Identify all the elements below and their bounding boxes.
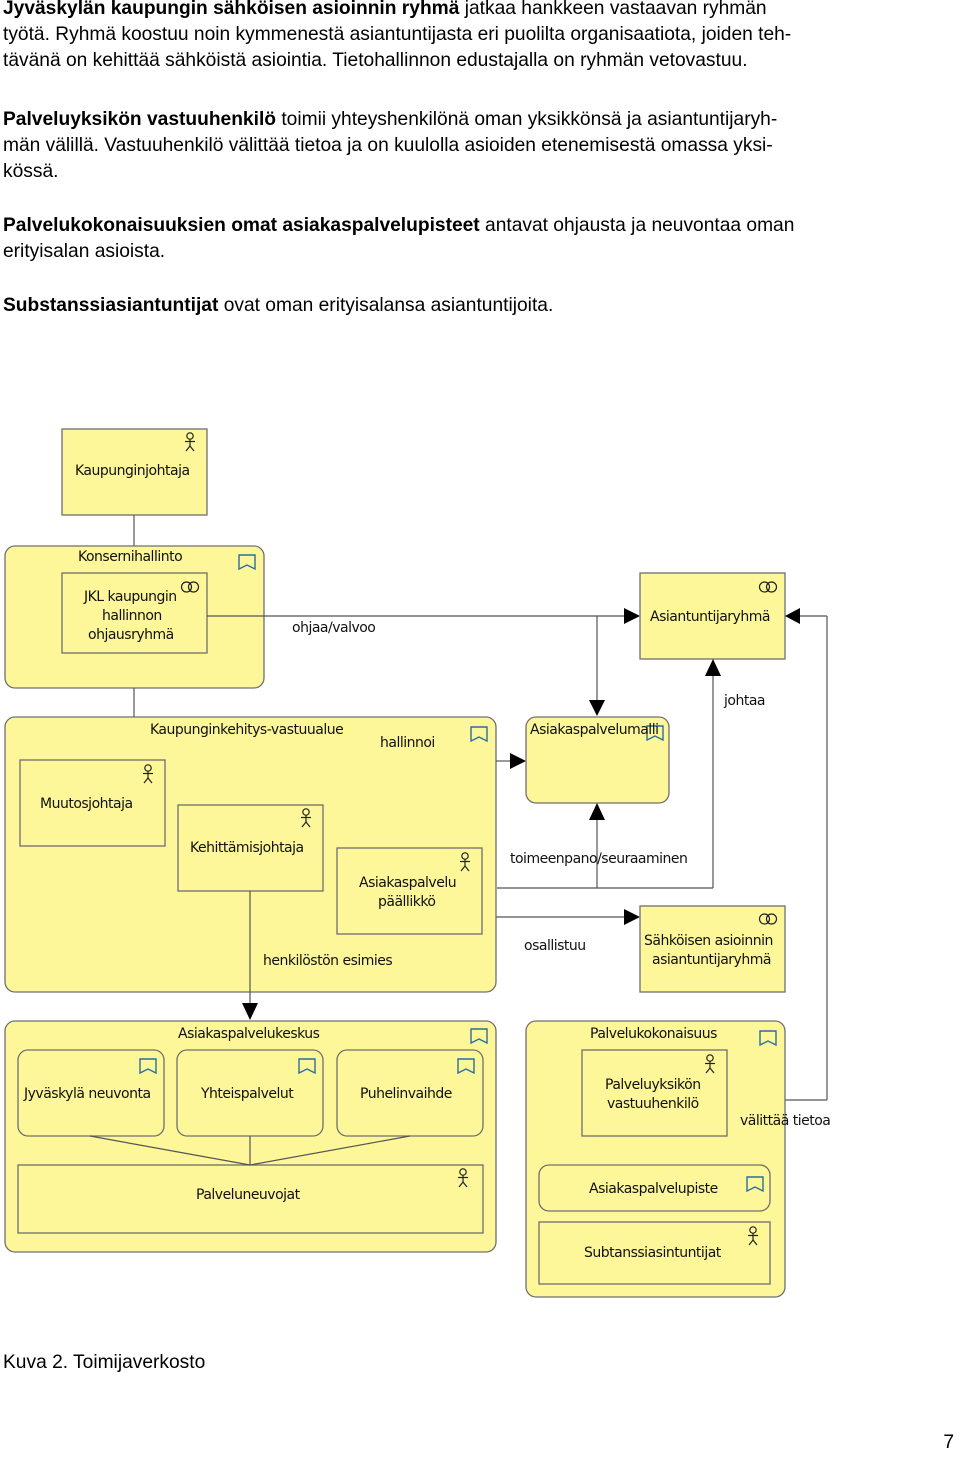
bookmark-icon [238,554,256,570]
collaboration-icon [758,913,778,925]
page-number: 7 [943,1432,954,1453]
bookmark-icon [646,725,664,741]
para2-line3: kössä. [3,161,59,182]
node-asiantuntijaryhma: Asiantuntijaryhmä [639,572,786,660]
label-asiakaspalvelupiste: Asiakaspalvelupiste [589,1181,718,1197]
para1-line2: työtä. Ryhmä koostuu noin kymmenestä asi… [3,24,792,45]
label-sahkoisen-1: Sähköisen asioinnin [644,933,773,949]
paragraph-3: Palvelukokonaisuuksien omat asiakaspalve… [3,213,958,265]
label-substanssi: Subtanssiasintuntijat [584,1245,722,1261]
label-yhteispalvelut: Yhteispalvelut [200,1086,294,1102]
label-toimeenpano: toimeenpano/seuraaminen [510,851,687,867]
label-asiakaspalvelukeskus: Asiakaspalvelukeskus [178,1026,320,1042]
para3-line1: antavat ohjausta ja neuvontaa oman [479,215,795,236]
paragraph-1: Jyväskylän kaupungin sähköisen asioinnin… [3,0,958,74]
para3-bold: Palvelukokonaisuuksien omat asiakaspalve… [3,215,480,236]
actor-icon [459,852,471,872]
label-ohjaa-valvoo: ohjaa/valvoo [292,620,375,636]
para2-line1: toimii yhteyshenkilönä oman yksikkönsä j… [276,109,778,130]
bookmark-icon [457,1058,475,1074]
label-ohjausryhma-3: ohjausryhmä [88,627,174,643]
group-kaupunginkehitys: Kaupunginkehitys-vastuualue hallinnoi Mu… [4,716,497,993]
actor-icon [704,1054,716,1074]
label-hallinnoi: hallinnoi [380,735,435,751]
arrow-head [624,608,640,624]
label-asiakaspalvelu-2: päällikkö [378,894,436,910]
actor-icon [457,1168,469,1188]
label-ohjausryhma-2: hallinnon [102,608,162,624]
para1-bold: Jyväskylän kaupungin sähköisen asioinnin… [3,0,460,19]
group-asiakaspalvelukeskus: Asiakaspalvelukeskus Jyväskylä neuvonta … [4,1020,497,1253]
bookmark-icon [139,1058,157,1074]
label-osallistuu: osallistuu [524,938,586,954]
bookmark-icon [470,1028,488,1044]
label-asiakaspalvelu-1: Asiakaspalvelu [359,875,456,891]
figure-caption: Kuva 2. Toimijaverkosto [3,1352,206,1373]
para1-line3: tävänä on kehittää sähköistä asiointia. … [3,50,748,71]
node-sahkoisen-ryhma: Sähköisen asioinnin asiantuntijaryhmä [639,905,786,993]
bookmark-icon [746,1176,764,1192]
bookmark-icon [759,1030,777,1046]
label-palveluyksikon-2: vastuuhenkilö [607,1096,699,1112]
label-palveluyksikon-1: Palveluyksikön [605,1077,701,1093]
label-henkiloston-esimies: henkilöstön esimies [263,953,392,969]
label-asiantuntijaryhma: Asiantuntijaryhmä [650,609,770,625]
label-ohjausryhma-1: JKL kaupungin [83,589,177,605]
label-kaupunginkehitys: Kaupunginkehitys-vastuualue [150,722,343,738]
actor-icon [300,808,312,828]
para1-line1: jatkaa hankkeen vastaavan ryhmän [459,0,767,19]
label-puhelinvaihde: Puhelinvaihde [360,1086,452,1102]
label-konsernihallinto: Konsernihallinto [78,549,182,565]
bookmark-icon [298,1058,316,1074]
actor-icon [184,432,196,452]
actor-icon [747,1226,759,1246]
bookmark-icon [470,726,488,742]
para4-bold: Substanssiasiantuntijat [3,295,219,316]
para3-line2: erityisalan asioista. [3,241,166,262]
node-kaupunginjohtaja: Kaupunginjohtaja [61,428,208,516]
label-johtaa: johtaa [723,693,765,709]
node-asiakaspalvelumalli: Asiakaspalvelumalli [525,716,670,804]
label-palvelukokonaisuus: Palvelukokonaisuus [590,1026,717,1042]
label-palveluneuvojat: Palveluneuvojat [196,1187,301,1203]
label-asiakaspalvelumalli: Asiakaspalvelumalli [530,722,658,738]
group-konsernihallinto: Konsernihallinto JKL kaupungin hallinnon… [4,545,265,689]
group-palvelukokonaisuus: Palvelukokonaisuus Palveluyksikön vastuu… [525,1020,786,1298]
para2-bold: Palveluyksikön vastuuhenkilö [3,109,276,130]
paragraph-2: Palveluyksikön vastuuhenkilö toimii yhte… [3,107,958,185]
label-sahkoisen-2: asiantuntijaryhmä [652,952,771,968]
paragraph-4: Substanssiasiantuntijat ovat oman erityi… [3,293,958,319]
collaboration-icon [180,581,200,593]
actor-icon [142,764,154,784]
label-jyvaskyla-neuvonta: Jyväskylä neuvonta [23,1086,151,1102]
para2-line2: män välillä. Vastuuhenkilö välittää tiet… [3,135,773,156]
para4-line1: ovat oman erityisalansa asiantuntijoita. [218,295,554,316]
label-muutosjohtaja: Muutosjohtaja [40,796,133,812]
label-valittaa-tietoa: välittää tietoa [740,1113,830,1129]
label-kaupunginjohtaja: Kaupunginjohtaja [75,463,190,479]
label-kehittamisjohtaja: Kehittämisjohtaja [190,840,304,856]
collaboration-icon [758,581,778,593]
